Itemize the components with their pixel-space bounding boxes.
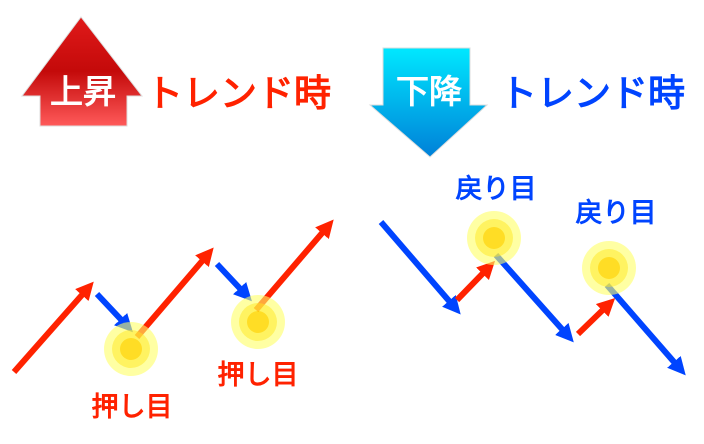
- uptrend-badge-text: 上昇: [50, 72, 116, 111]
- pullback-label: 押し目: [92, 392, 173, 423]
- rebound-label: 戻り目: [456, 174, 537, 205]
- up-move-arrow: [11, 281, 94, 374]
- rebound-highlight: [467, 211, 521, 265]
- pullback-highlight: [104, 322, 158, 376]
- pullback-arrow: [214, 261, 252, 302]
- rebound-arrow: [575, 297, 616, 337]
- down-move-arrow: [493, 253, 574, 343]
- down-move-arrow: [378, 220, 461, 315]
- rebound-arrow: [454, 260, 496, 303]
- uptrend-title: トレンド時: [146, 72, 331, 115]
- up-move-arrow: [253, 219, 334, 312]
- down-arrow-icon: [368, 47, 489, 158]
- rebound-highlight: [582, 241, 636, 295]
- up-arrow-icon: [21, 16, 144, 127]
- downtrend-badge-text: 下降: [396, 72, 463, 111]
- pullback-arrow: [94, 291, 133, 333]
- up-move-arrow: [134, 247, 214, 339]
- down-move-arrow: [604, 283, 686, 376]
- pullback-label: 押し目: [218, 360, 299, 391]
- rebound-label: 戻り目: [576, 198, 657, 229]
- pullback-highlight: [231, 295, 285, 349]
- downtrend-title: トレンド時: [500, 72, 685, 115]
